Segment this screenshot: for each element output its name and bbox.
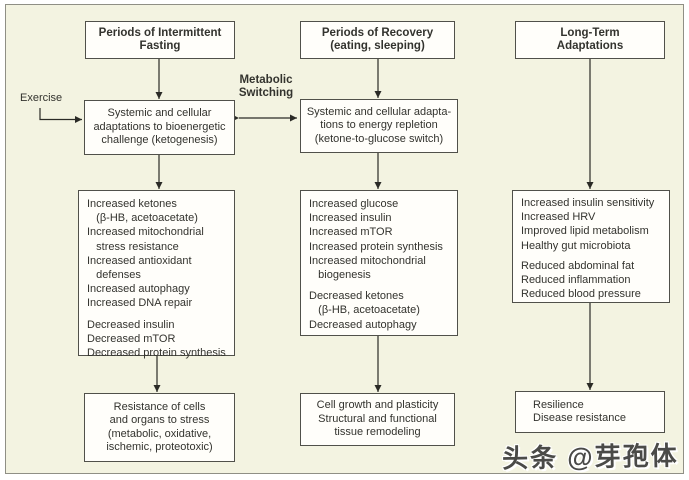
longterm-header-box: Long-Term Adaptations xyxy=(515,21,665,59)
recovery-effects-decreased: Decreased ketones (β-HB, acetoacetate) D… xyxy=(309,290,420,331)
watermark: 头条 @芽孢体 xyxy=(502,440,680,474)
metabolic-switching-label: Metabolic Switching xyxy=(238,74,294,99)
fasting-effects-decreased: Decreased insulin Decreased mTOR Decreas… xyxy=(87,318,226,360)
recovery-adaptation-box: Systemic and cellular adapta- tions to e… xyxy=(300,99,458,153)
exercise-label: Exercise xyxy=(20,92,63,104)
fasting-outcome-box: Resistance of cells and organs to stress… xyxy=(84,393,235,462)
fasting-adaptation-box: Systemic and cellular adaptations to bio… xyxy=(84,100,235,155)
recovery-header-box: Periods of Recovery (eating, sleeping) xyxy=(300,21,455,59)
longterm-effects-decreased: Reduced abdominal fat Reduced inflammati… xyxy=(521,259,641,301)
fasting-header-box: Periods of Intermittent Fasting xyxy=(85,21,235,59)
fasting-effects-increased: Increased ketones (β-HB, acetoacetate) I… xyxy=(87,198,204,310)
fasting-effects-box: Increased ketones (β-HB, acetoacetate) I… xyxy=(78,190,235,359)
recovery-effects-box: Increased glucose Increased insulin Incr… xyxy=(300,190,458,336)
longterm-effects-box: Increased insulin sensitivity Increased … xyxy=(512,190,670,303)
recovery-effects-increased: Increased glucose Increased insulin Incr… xyxy=(309,198,443,282)
recovery-outcome-box: Cell growth and plasticity Structural an… xyxy=(300,393,455,446)
longterm-outcome-box: Resilience Disease resistance xyxy=(515,391,665,433)
longterm-effects-increased: Increased insulin sensitivity Increased … xyxy=(521,197,655,252)
